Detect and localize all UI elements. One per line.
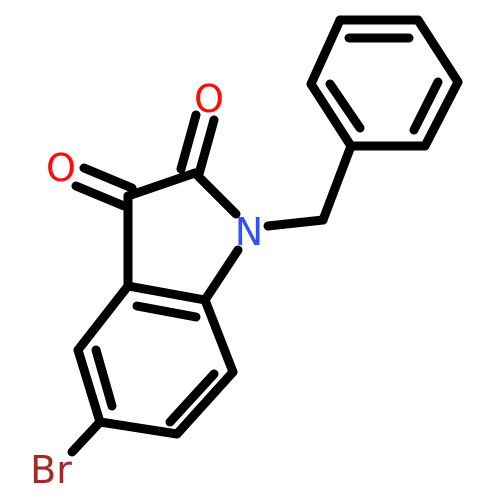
bond-c6-c5 (95, 417, 182, 439)
bond-c3a-c7a (123, 281, 210, 305)
bond-n-c7a (200, 245, 243, 305)
bond-c4-c3a (73, 281, 133, 355)
bond-c2-o-upper-b (194, 115, 219, 179)
bromine-atom: Br (30, 448, 72, 492)
oxygen-atom-upper: O (194, 77, 224, 121)
bond-ring-to-ch2 (318, 141, 356, 225)
oxygen-atom-left: O (46, 146, 76, 190)
bond-benzo-inner-2 (165, 369, 219, 427)
benzo-ring (73, 281, 238, 439)
bond-c3-o-left-b (71, 181, 129, 211)
bond-c5-c4 (73, 345, 105, 427)
bond-phenyl-inner-3 (325, 79, 365, 133)
bond-phenyl-6 (306, 15, 345, 89)
bond-phenyl-inner-2 (409, 77, 443, 135)
bond-phenyl-2 (413, 15, 463, 87)
bond-c7-c6 (172, 367, 238, 439)
bond-phenyl-5 (306, 79, 356, 151)
pyrrolidine-dione-ring (123, 168, 243, 305)
nitrogen-atom: N (235, 210, 263, 254)
bond-c2-o-upper-a (176, 110, 201, 174)
bond-n-c2 (190, 168, 241, 219)
bond-benzo-inner-3 (91, 345, 117, 411)
bond-c5-br (67, 417, 105, 457)
bond-ch2-to-n (263, 215, 328, 231)
bond-c2-c3 (123, 168, 200, 201)
bond-benzo-inner-1 (132, 301, 201, 322)
phenyl-ring (306, 15, 463, 151)
bond-phenyl-3 (420, 77, 463, 151)
bond-c7a-c7 (200, 295, 238, 377)
bond-c3-o-left-a (79, 163, 137, 193)
